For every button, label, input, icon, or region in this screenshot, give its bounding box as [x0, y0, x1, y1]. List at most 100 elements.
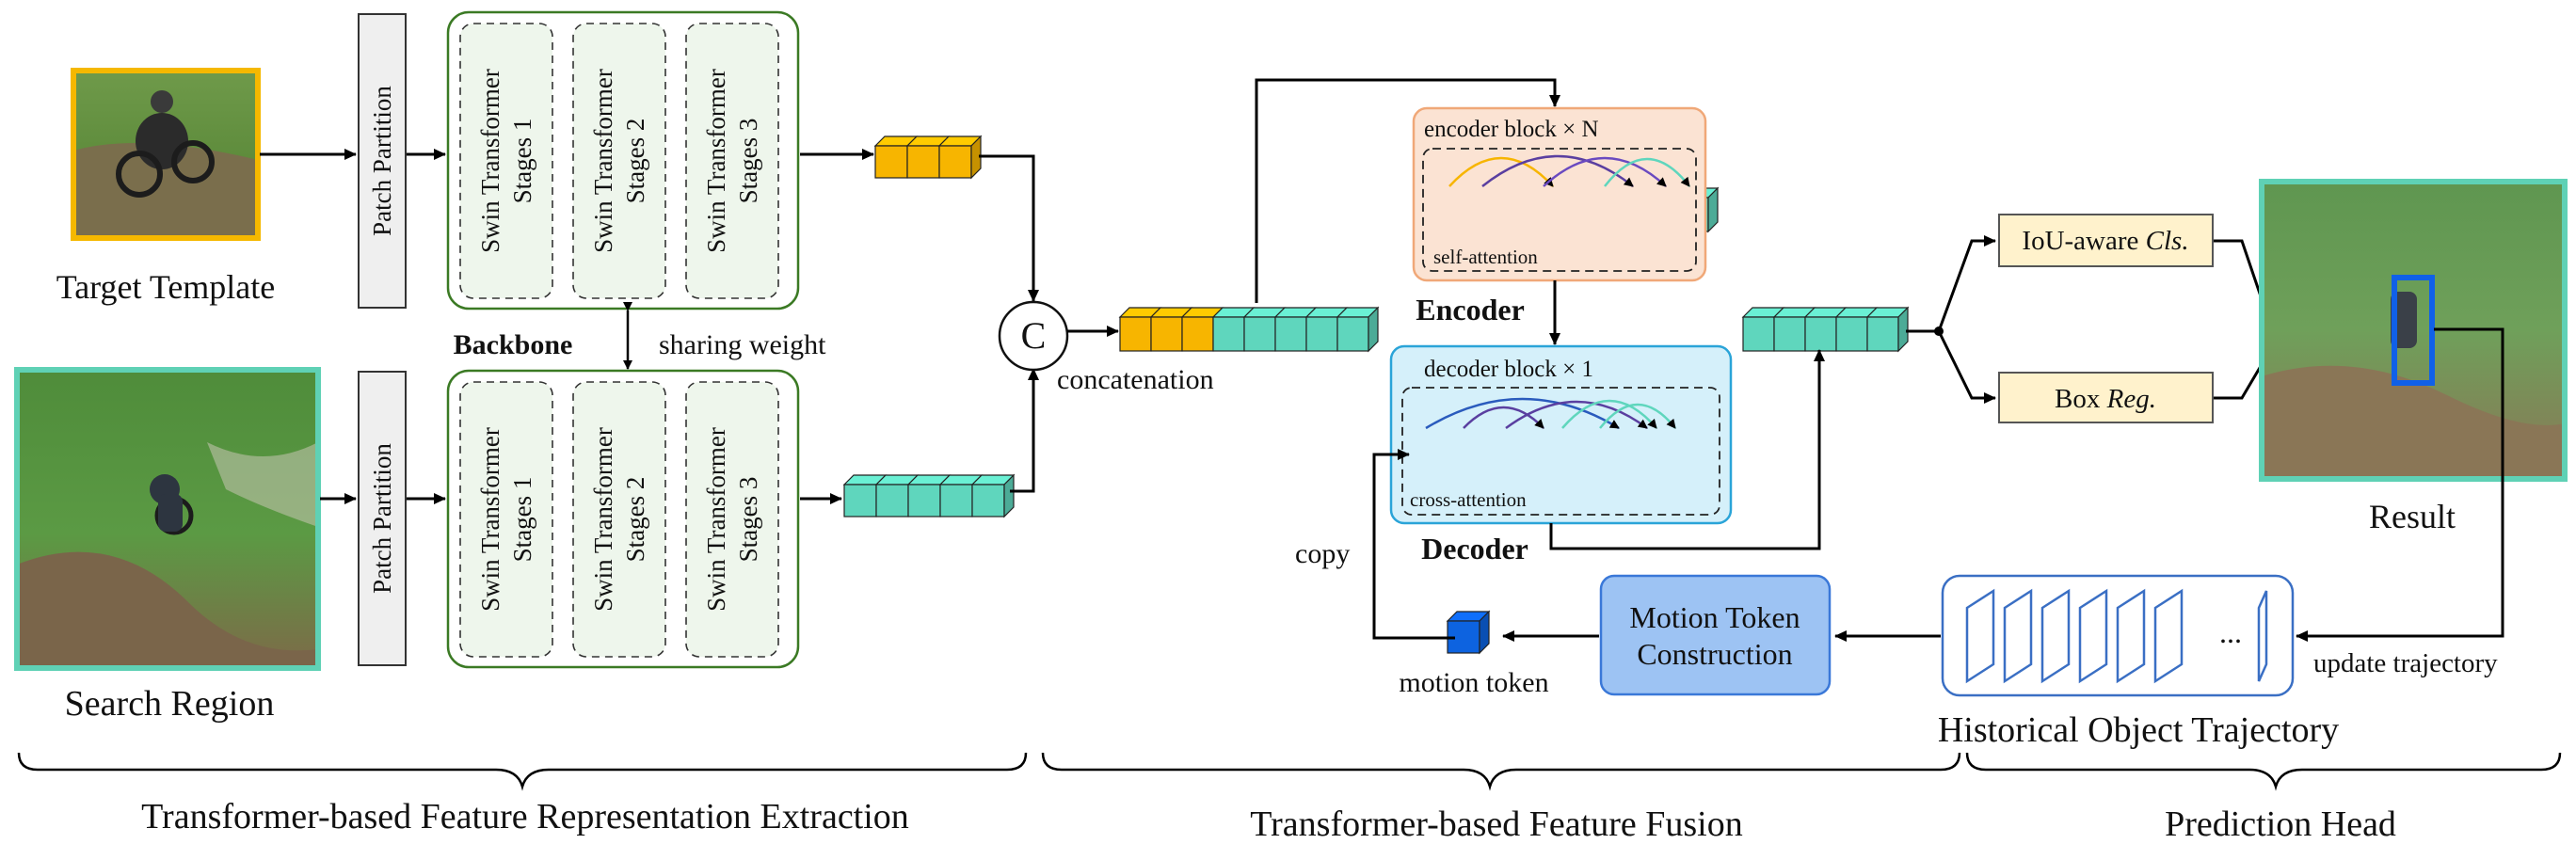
trajectory-frame — [1965, 588, 1995, 684]
output-tokens-cell — [1866, 316, 1899, 352]
trajectory-frame — [2040, 588, 2071, 684]
arrow-decoder-to-output-tokens — [1549, 349, 1825, 550]
search-tokens-cell — [875, 484, 909, 518]
output-tokens-cell — [1804, 316, 1837, 352]
concat-tokens — [1118, 306, 1380, 353]
concat-tokens-cell — [1274, 316, 1307, 352]
patch-partition-bottom: Patch Partition — [358, 371, 407, 666]
backbone-label: Backbone — [454, 329, 573, 360]
concat-tokens-cell — [1243, 316, 1276, 352]
reg-label-italic: Reg. — [2106, 384, 2156, 414]
attention-arc — [1543, 156, 1667, 187]
attention-arc — [1448, 156, 1554, 187]
brace-fusion — [1041, 752, 1961, 791]
attention-arc — [1561, 399, 1657, 429]
attention-arc — [1463, 406, 1544, 429]
self-attention-label: self-attention — [1433, 246, 1538, 268]
motion-token — [1446, 610, 1491, 655]
result-label: Result — [2369, 498, 2456, 535]
target-template-image — [71, 68, 261, 241]
concat-tokens-cell — [1212, 316, 1245, 352]
motion-construction-line1: Motion Token — [1629, 600, 1800, 634]
cls-label-prefix: IoU-aware — [2022, 226, 2145, 256]
attention-arc — [1599, 403, 1676, 429]
section-extraction-label: Transformer-based Feature Representation… — [141, 797, 909, 836]
template-tokens — [873, 135, 983, 180]
output-tokens-cell — [1773, 316, 1806, 352]
encoder-label: Encoder — [1416, 293, 1525, 326]
attention-arc — [1425, 397, 1620, 430]
trajectory-frame — [2078, 588, 2108, 684]
trajectory-frame — [2153, 588, 2184, 684]
trajectory-frame — [2003, 588, 2033, 684]
motion-token-construction: Motion Token Construction — [1599, 574, 1832, 696]
decoder-label: Decoder — [1421, 532, 1528, 565]
sharing-weight-label: sharing weight — [659, 329, 826, 360]
concat-tokens-cell — [1119, 316, 1152, 352]
result-image — [2259, 179, 2568, 482]
brace-extraction — [17, 752, 1028, 791]
motion-token-side — [1479, 610, 1490, 655]
update-trajectory-label: update trajectory — [2313, 648, 2498, 678]
template-tokens-cell — [874, 145, 908, 179]
arrow-copy-motion-token — [1372, 449, 1455, 640]
output-tokens-cell — [1835, 316, 1868, 352]
concat-tokens-cell — [1336, 316, 1369, 352]
historical-trajectory-label: Historical Object Trajectory — [1938, 710, 2339, 750]
arrow-search-tokens-to-concat — [1010, 368, 1039, 493]
target-template-label: Target Template — [56, 268, 276, 306]
cls-label-italic: Cls. — [2146, 226, 2189, 256]
search-tokens-cell — [843, 484, 877, 518]
search-tokens-cell — [907, 484, 941, 518]
concat-tokens-side — [1368, 306, 1379, 353]
box-reg-box: Box Reg. — [1998, 372, 2214, 423]
iou-aware-cls-box: IoU-aware Cls. — [1998, 214, 2214, 267]
concatenation-label: concatenation — [1057, 364, 1214, 395]
trajectory-frame-last — [2257, 590, 2268, 682]
decoder-block-label: decoder block × 1 — [1424, 357, 1593, 382]
trajectory-frame — [2116, 588, 2146, 684]
svg-text:Box Reg.: Box Reg. — [2055, 384, 2156, 414]
search-region-label: Search Region — [65, 684, 275, 724]
concat-tokens-cell — [1181, 316, 1214, 352]
section-prediction-label: Prediction Head — [2165, 804, 2396, 844]
concat-tokens-cell — [1305, 316, 1338, 352]
concat-node: C — [998, 300, 1069, 372]
encoder-block-label: encoder block × N — [1424, 117, 1599, 142]
arrow-concat-to-encoder — [1255, 78, 1560, 303]
motion-construction-line2: Construction — [1637, 637, 1792, 671]
output-tokens-side — [1897, 306, 1909, 353]
search-tokens — [842, 473, 1016, 518]
search-tokens-cell — [939, 484, 973, 518]
brace-prediction — [1965, 752, 2562, 791]
historical-trajectory-box: ... — [1941, 574, 2295, 697]
attention-arc — [1505, 400, 1648, 430]
output-tokens — [1741, 306, 1910, 353]
template-tokens-cell — [906, 145, 940, 179]
trajectory-ellipsis: ... — [2219, 615, 2242, 649]
search-tokens-cell — [971, 484, 1005, 518]
motion-token-label: motion token — [1399, 667, 1548, 698]
patch-partition-bottom-label: Patch Partition — [368, 443, 396, 594]
concat-tokens-cell — [1150, 316, 1183, 352]
search-tokens-side — [1003, 473, 1015, 518]
output-tokens-cell — [1742, 316, 1775, 352]
attention-arc — [1604, 157, 1690, 187]
cross-attention-label: cross-attention — [1410, 488, 1527, 511]
reg-label-prefix: Box — [2055, 384, 2107, 414]
copy-label: copy — [1295, 538, 1350, 569]
svg-text:IoU-aware Cls.: IoU-aware Cls. — [2022, 226, 2188, 256]
